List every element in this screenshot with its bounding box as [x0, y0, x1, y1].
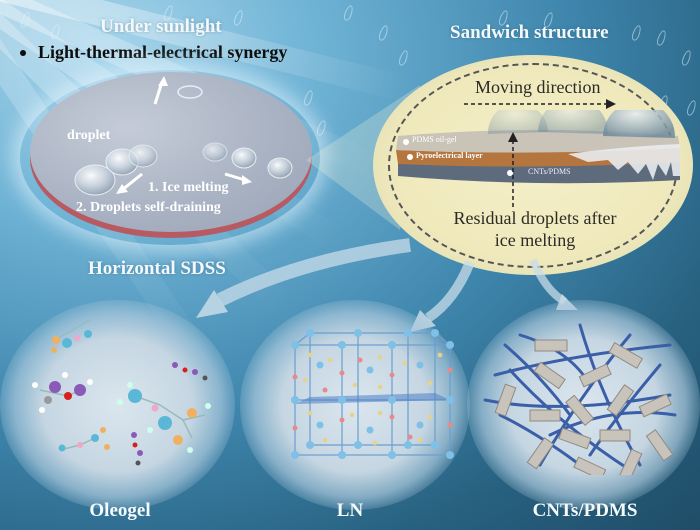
ln-crystal-lattice: [291, 329, 454, 459]
ice-melting-step: 1. Ice melting: [148, 180, 229, 195]
oleogel-circle: [0, 300, 235, 510]
synergy-text: Light-thermal-electrical synergy: [38, 42, 288, 62]
sdss-disk: [30, 72, 312, 232]
cnts-pdms-label: CNTs/PDMS: [532, 500, 638, 521]
moving-direction-arrow: [464, 99, 616, 109]
droplet-label: droplet: [67, 128, 111, 143]
droplets-layer: [74, 76, 293, 196]
layer-pdms-oil-gel: PDMS oil-gel: [412, 135, 457, 144]
bullet-icon: [20, 49, 26, 56]
sandwich-layers: [396, 110, 680, 208]
ln-label: LN: [336, 500, 364, 521]
synergy-bullet: Light-thermal-electrical synergy: [20, 42, 287, 63]
under-sunlight-title: Under sunlight: [100, 16, 222, 37]
horizontal-sdss-caption: Horizontal SDSS: [88, 258, 226, 279]
residual-line-2: ice melting: [494, 230, 576, 250]
sandwich-structure-title: Sandwich structure: [450, 22, 609, 43]
residual-line-1: Residual droplets after: [453, 208, 617, 228]
self-draining-step: 2. Droplets self-draining: [76, 200, 221, 215]
oleogel-molecules: [32, 320, 211, 466]
layer-cnts-pdms: CNTs/PDMS: [528, 167, 571, 176]
residual-droplets-label: Residual droplets after ice melting: [435, 207, 635, 251]
oleogel-label: Oleogel: [89, 500, 151, 521]
moving-direction-label: Moving direction: [475, 77, 601, 97]
cnt-network: [483, 323, 677, 475]
layer-pyroelectrical: Pyroelectrical layer: [416, 151, 483, 160]
